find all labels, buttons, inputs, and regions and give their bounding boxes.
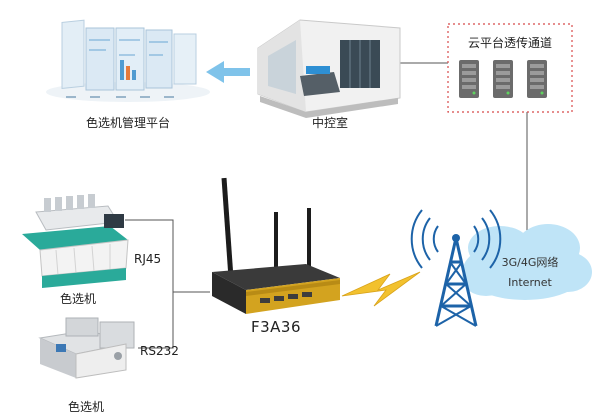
color-sorter-machine-icon xyxy=(22,194,129,288)
network-cloud-line2: Internet xyxy=(508,276,552,289)
connector-lines xyxy=(125,62,528,349)
cloud-platform-label: 云平台透传通道 xyxy=(467,36,553,50)
network-cloud-line1: 3G/4G网络 xyxy=(501,256,559,269)
sorter-bottom-label: 色选机 xyxy=(67,400,105,414)
line-rs232 xyxy=(138,292,174,349)
arrow-icon xyxy=(206,61,250,83)
server-rack-icon xyxy=(459,60,547,98)
control-room-icon xyxy=(257,19,401,118)
dashboard-screens-icon xyxy=(46,19,210,102)
router-label: F3A36 xyxy=(250,318,302,336)
network-cloud-icon xyxy=(462,224,592,300)
4g-router-icon xyxy=(212,177,340,314)
control-room-label: 中控室 xyxy=(311,116,349,130)
cloud-platform-box xyxy=(447,23,573,113)
sorter-top-label: 色选机 xyxy=(59,292,97,306)
line-rj45 xyxy=(125,219,210,293)
rs232-label: RS232 xyxy=(140,344,179,358)
lightning-bolt-icon xyxy=(341,271,421,307)
rj45-label: RJ45 xyxy=(134,252,162,266)
cell-tower-icon xyxy=(410,209,502,327)
color-sorter-machine-icon xyxy=(38,317,135,379)
management-platform-label: 色选机管理平台 xyxy=(85,116,171,130)
